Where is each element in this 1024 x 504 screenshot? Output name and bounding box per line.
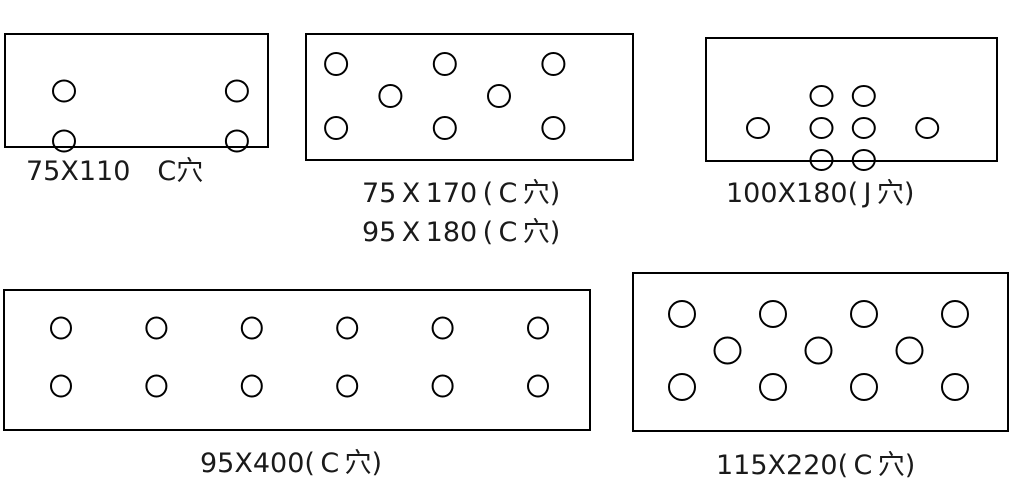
hole (431, 316, 454, 340)
hole (851, 149, 876, 171)
hole (713, 336, 742, 365)
plate-outline (632, 272, 1009, 432)
hole (541, 52, 566, 76)
hole (850, 373, 878, 401)
hole (240, 316, 263, 340)
hole (850, 300, 878, 328)
hole (941, 300, 969, 328)
hole (668, 373, 696, 401)
plate-label: 95X400( C 穴) (200, 448, 382, 479)
hole (432, 116, 457, 140)
hole (324, 52, 349, 76)
plate-label: 75 X 170 ( C 穴) (362, 178, 560, 209)
hole (487, 84, 511, 108)
hole (145, 316, 168, 340)
plate-75x170-95x180: 75 X 170 ( C 穴) 95 X 180 ( C 穴) (305, 33, 634, 248)
plate-label: 75X110 C穴 (26, 156, 203, 187)
hole (50, 316, 72, 340)
hole (527, 316, 549, 340)
hole (224, 79, 249, 103)
plate-label: 115X220( C 穴) (716, 450, 915, 481)
hole (336, 316, 359, 340)
hole (50, 374, 72, 398)
plate-outline (705, 37, 998, 162)
hole (941, 373, 969, 401)
hole (145, 374, 168, 398)
hole (336, 374, 359, 398)
hole (52, 129, 76, 153)
hole (668, 300, 696, 328)
plate-115x220: 115X220( C 穴) (632, 272, 1009, 481)
hole (809, 117, 834, 139)
hole (809, 149, 834, 171)
hole (541, 116, 566, 140)
hole (851, 85, 876, 107)
hole (809, 85, 834, 107)
hole (759, 300, 787, 328)
hole (915, 117, 940, 139)
plate-label: 100X180( J 穴) (726, 178, 914, 209)
hole (224, 129, 249, 153)
hole (759, 373, 787, 401)
hole (378, 84, 403, 108)
hole (804, 336, 833, 365)
plate-100x180: 100X180( J 穴) (705, 37, 998, 209)
hole (895, 336, 924, 365)
hole-group (668, 300, 969, 401)
hole (431, 374, 454, 398)
hole (52, 79, 76, 103)
hole (324, 116, 349, 140)
plate-95x400: 95X400( C 穴) (3, 289, 591, 479)
hole (432, 52, 457, 76)
hole-group (324, 52, 566, 140)
hole (851, 117, 876, 139)
hole-group (50, 316, 549, 398)
hole-group (746, 85, 940, 171)
plate-outline (4, 33, 269, 148)
hole-group (52, 79, 249, 153)
plate-label-secondary: 95 X 180 ( C 穴) (362, 217, 560, 248)
plate-75x110: 75X110 C穴 (4, 33, 269, 187)
hole (527, 374, 549, 398)
hole (746, 117, 770, 139)
plate-outline (3, 289, 591, 431)
plate-outline (305, 33, 634, 161)
hole (240, 374, 263, 398)
